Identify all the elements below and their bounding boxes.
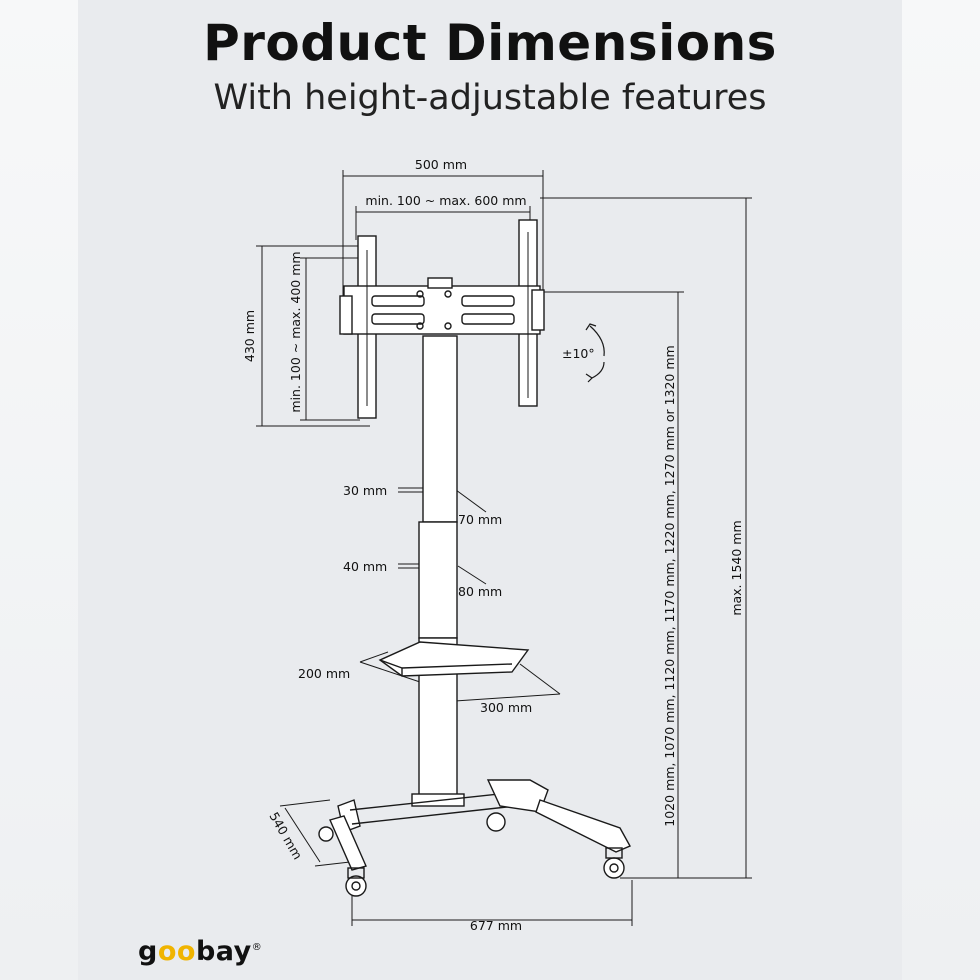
logo-registered-mark: ®	[251, 942, 263, 953]
goobay-logo: goobay®	[138, 936, 262, 967]
label-pole-lower-depth: 40 mm	[343, 559, 387, 574]
tv-mount-bracket	[339, 219, 545, 419]
media-shelf	[378, 641, 530, 677]
label-max-height: max. 1540 mm	[729, 520, 744, 615]
page-title: Product Dimensions	[203, 14, 777, 72]
label-mount-height: 430 mm	[242, 310, 257, 362]
label-shelf-depth: 200 mm	[298, 666, 350, 681]
pole	[411, 335, 465, 807]
label-base-depth: 540 mm	[266, 809, 305, 862]
label-pole-lower-width: 80 mm	[458, 584, 502, 599]
logo-prefix: g	[138, 936, 158, 967]
label-shelf-width: 300 mm	[480, 700, 532, 715]
label-adjustable-heights: 1020 mm, 1070 mm, 1120 mm, 1170 mm, 1220…	[662, 345, 677, 826]
label-tilt: ±10°	[562, 346, 595, 361]
label-vesa-vertical: min. 100 ~ max. 400 mm	[288, 251, 303, 412]
logo-suffix: bay	[195, 936, 252, 967]
page-subtitle: With height-adjustable features	[213, 78, 767, 118]
label-mount-width: 500 mm	[415, 157, 467, 172]
rolling-base	[318, 779, 631, 897]
label-pole-upper-depth: 30 mm	[343, 483, 387, 498]
logo-highlight: oo	[157, 936, 196, 967]
tilt-arrow-icon	[585, 323, 605, 383]
label-vesa-horizontal: min. 100 ~ max. 600 mm	[365, 193, 526, 208]
label-pole-upper-width: 70 mm	[458, 512, 502, 527]
dimension-lines	[256, 170, 752, 926]
label-base-width: 677 mm	[470, 918, 522, 933]
